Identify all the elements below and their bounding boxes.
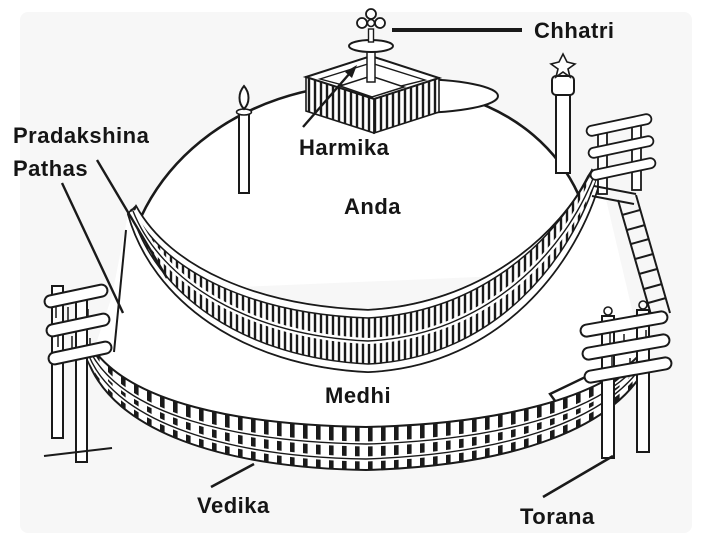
pillar-capital-finial	[549, 52, 577, 79]
right-pillar	[549, 52, 577, 174]
label-pradakshina-line1: Pradakshina	[13, 123, 150, 148]
left-torana	[43, 283, 113, 463]
upper-band-mid-rail	[132, 175, 595, 342]
medhi-left-edge	[113, 229, 127, 353]
pradakshina-leader-line-upper	[95, 159, 169, 279]
left-pillar	[235, 84, 253, 194]
staircase	[591, 185, 671, 319]
harmika-leader-arrow	[302, 65, 357, 128]
vedika-leader-line	[210, 462, 255, 489]
chhatri-finial	[356, 8, 386, 29]
vedika-rail-1	[90, 352, 646, 445]
right-torana	[579, 300, 673, 459]
harmika-platform	[337, 75, 407, 98]
label-vedika: Vedika	[197, 493, 270, 518]
vedika-railing	[85, 348, 651, 472]
pradakshina-leader-line-lower	[60, 182, 125, 314]
torana-leader-line	[542, 454, 614, 499]
label-harmika: Harmika	[299, 135, 390, 160]
upper-railing-band	[126, 168, 603, 374]
upper-terrace-torana	[585, 113, 657, 195]
medhi-wall	[94, 178, 642, 427]
vedika-rail-2	[88, 355, 648, 460]
label-pradakshina-line2: Pathas	[13, 156, 88, 181]
chhatri-mast	[366, 47, 376, 83]
label-torana: Torana	[520, 504, 595, 529]
label-anda: Anda	[344, 194, 401, 219]
label-chhatri: Chhatri	[534, 18, 615, 43]
label-medhi: Medhi	[325, 383, 391, 408]
